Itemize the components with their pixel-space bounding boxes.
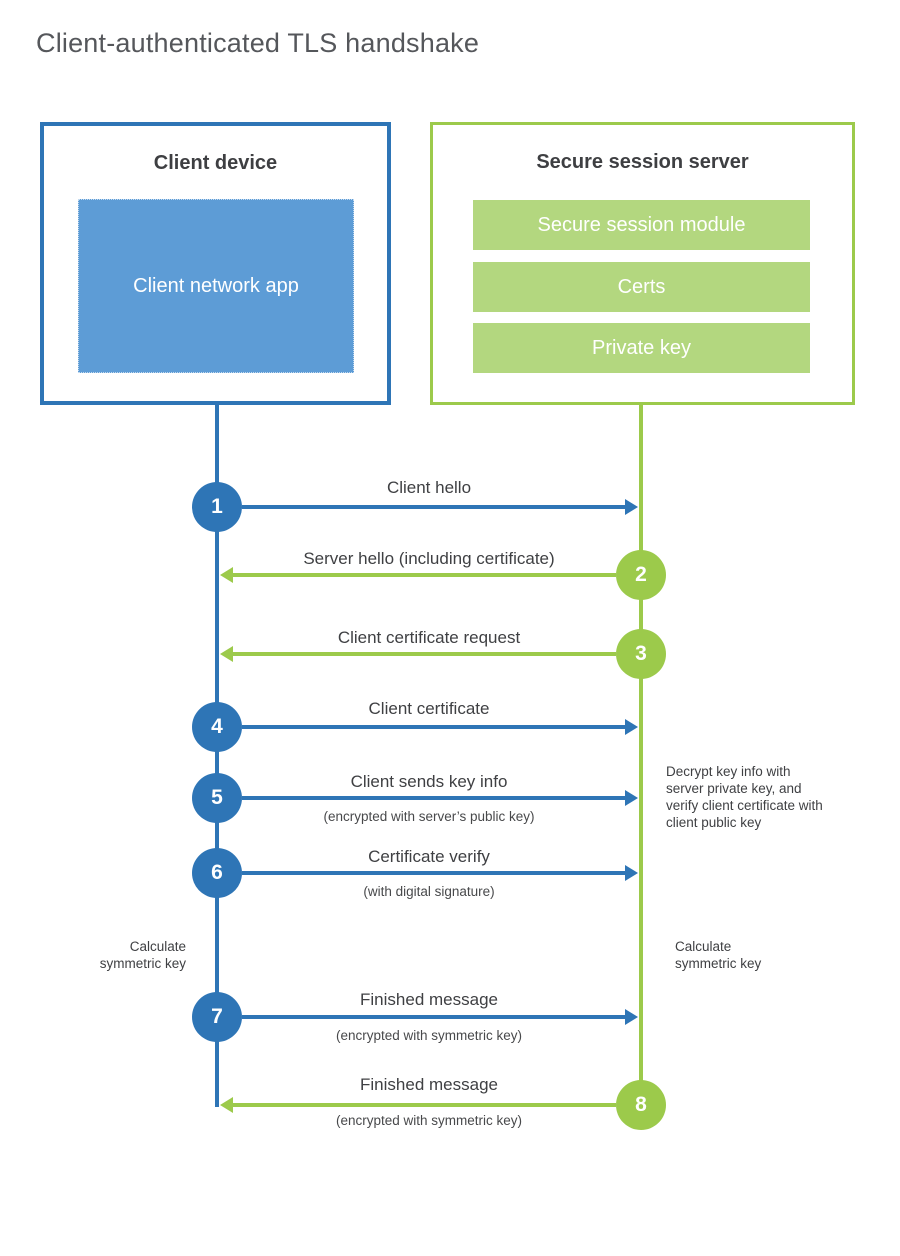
step-8-label: Finished message [360, 1075, 498, 1094]
module-bar-private-key: Private key [473, 323, 810, 373]
step-6-badge: 6 [192, 848, 242, 898]
step-4-label: Client certificate [368, 699, 490, 718]
step-5-label: Client sends key info [350, 772, 508, 791]
step-7-label: Finished message [360, 990, 498, 1009]
step-3-arrow-left-icon [220, 646, 616, 662]
step-8-sublabel: (encrypted with symmetric key) [335, 1113, 523, 1128]
step-3-label: Client certificate request [337, 628, 521, 647]
client-device-title: Client device [153, 152, 278, 174]
step-7-arrow-right-icon [242, 1009, 638, 1025]
step-1-badge: 1 [192, 482, 242, 532]
server-title: Secure session server [536, 151, 749, 173]
client-network-app-box: Client network app [78, 199, 354, 373]
step-5-badge: 5 [192, 773, 242, 823]
server-box: Secure session server Secure session mod… [430, 122, 855, 405]
calculate-symmetric-key-note-server: Calculate symmetric key [675, 939, 762, 971]
client-lifeline [215, 405, 219, 1107]
step-3-badge: 3 [616, 629, 666, 679]
step-1-arrow-right-icon [242, 499, 638, 515]
step-5-sublabel: (encrypted with server’s public key) [323, 809, 535, 824]
step-7-badge: 7 [192, 992, 242, 1042]
step-2-arrow-left-icon [220, 567, 616, 583]
step-4-badge: 4 [192, 702, 242, 752]
step-1-label: Client hello [386, 478, 472, 497]
step-2-badge: 2 [616, 550, 666, 600]
step-4-arrow-right-icon [242, 719, 638, 735]
step-2-label: Server hello (including certificate) [303, 549, 555, 568]
step-6-arrow-right-icon [242, 865, 638, 881]
step-6-sublabel: (with digital signature) [363, 884, 495, 899]
page-title: Client-authenticated TLS handshake [36, 28, 480, 58]
step-8-arrow-left-icon [220, 1097, 616, 1113]
decrypt-key-note: Decrypt key info with server private key… [666, 764, 823, 830]
step-5-arrow-right-icon [242, 790, 638, 806]
step-7-sublabel: (encrypted with symmetric key) [335, 1028, 523, 1043]
server-lifeline [639, 405, 643, 1105]
client-network-app-label: Client network app [133, 274, 299, 297]
module-bar-certs: Certs [473, 262, 810, 312]
step-8-badge: 8 [616, 1080, 666, 1130]
module-bar-secure-session-module: Secure session module [473, 200, 810, 250]
step-6-label: Certificate verify [368, 847, 490, 866]
client-device-box: Client device Client network app [40, 122, 391, 405]
calculate-symmetric-key-note-client: Calculate symmetric key [99, 939, 186, 971]
